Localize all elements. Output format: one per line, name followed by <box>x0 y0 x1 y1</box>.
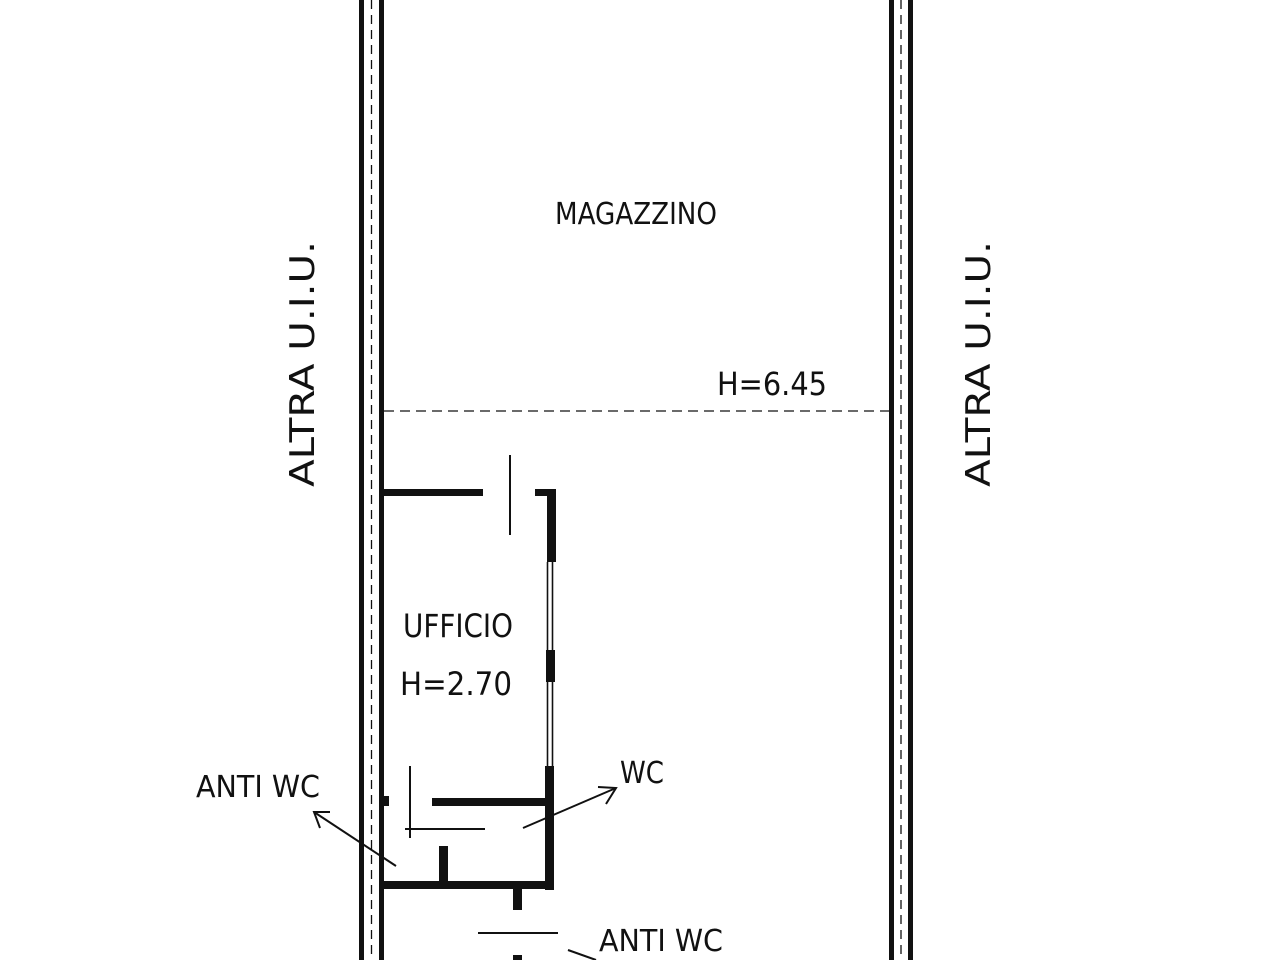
wc-block-walls <box>379 796 554 910</box>
wc-leader-arrow <box>522 786 618 829</box>
lower-wall-stub <box>513 955 522 960</box>
altra-uiu-left-label: ALTRA U.I.U. <box>283 241 323 487</box>
lower-anti-wc-leader-arrow <box>567 949 597 960</box>
ufficio-label: UFFICIO <box>403 607 513 645</box>
altra-uiu-right-label: ALTRA U.I.U. <box>959 241 999 487</box>
office-glazed-partition <box>546 562 554 766</box>
magazzino-label: MAGAZZINO <box>555 197 717 232</box>
office-walls <box>384 489 556 890</box>
left-outer-wall <box>359 0 384 960</box>
anti-wc-left-label: ANTI WC <box>196 770 320 805</box>
ufficio-height-label: H=2.70 <box>400 665 512 703</box>
wc-label: WC <box>620 756 664 791</box>
right-outer-wall <box>889 0 913 960</box>
magazzino-height-label: H=6.45 <box>717 365 827 403</box>
anti-wc-bottom-label: ANTI WC <box>599 924 723 959</box>
anti-wc-leader-arrow <box>312 811 397 867</box>
